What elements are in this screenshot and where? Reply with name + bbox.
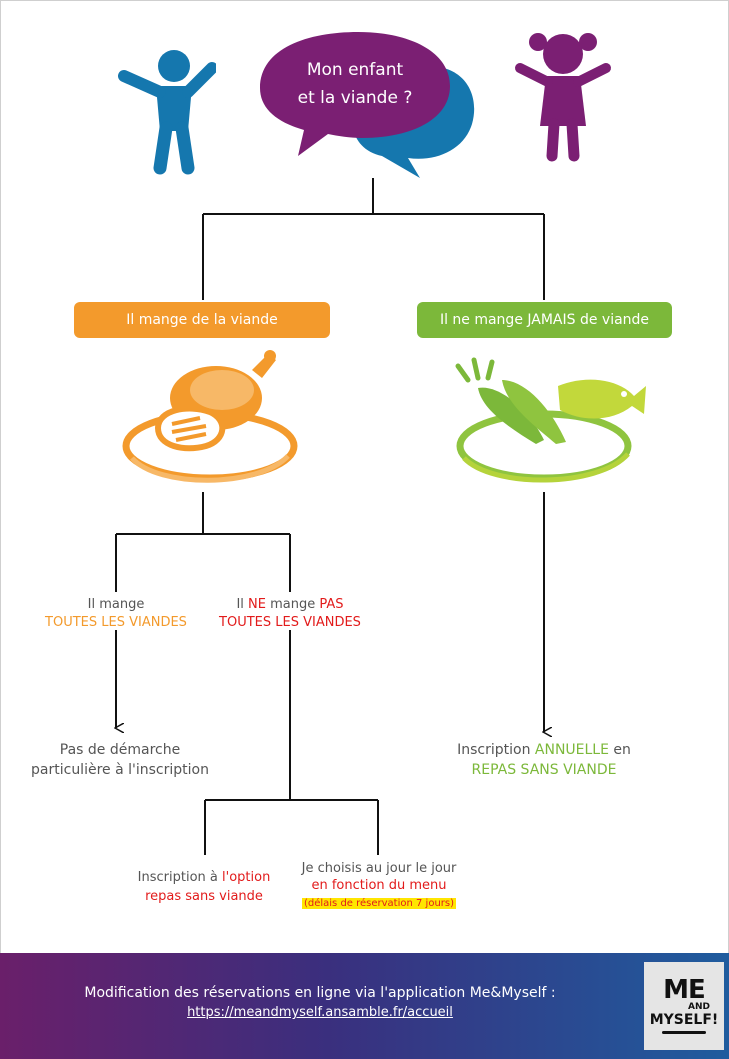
option-day-by-day: Je choisis au jour le jour en fonction d…	[284, 860, 474, 912]
result-annual-registration: Inscription ANNUELLE en REPAS SANS VIAND…	[444, 740, 644, 780]
option-meatless-line-2: repas sans viande	[145, 889, 263, 904]
result-no-steps-line-1: Pas de démarche	[59, 742, 181, 758]
result-annual-line-2: REPAS SANS VIANDE	[471, 762, 617, 778]
sub-all-meats-line-1: Il mange	[87, 597, 145, 612]
text-il: Il	[236, 597, 249, 612]
text-inscription: Inscription	[457, 742, 535, 758]
option-day-line-3: (délais de réservation 7 jours)	[284, 894, 474, 912]
text-mange: mange	[265, 597, 320, 612]
logo-and: AND	[688, 1002, 710, 1012]
girl-icon	[515, 33, 611, 162]
sub-all-meats-line-2: TOUTES LES VIANDES	[45, 615, 187, 630]
footer-banner: Modification des réservations en ligne v…	[0, 953, 729, 1059]
logo-me: ME	[663, 975, 706, 1005]
vegetable-fish-plate-icon	[455, 357, 646, 483]
bubble-line-1: Mon enfant	[306, 60, 404, 80]
sub-not-all-meats-line-2: TOUTES LES VIANDES	[219, 615, 361, 630]
text-annuelle: ANNUELLE	[534, 742, 609, 758]
meat-plate-icon	[122, 350, 298, 483]
result-annual-line-1: Inscription ANNUELLE en	[444, 740, 644, 760]
speech-bubble-graphic	[260, 32, 475, 178]
bubble-question: Mon enfant et la viande ?	[270, 56, 440, 112]
sub-not-all-meats: Il NE mange PAS TOUTES LES VIANDES	[200, 596, 380, 632]
text-en: en	[608, 742, 631, 758]
result-no-steps: Pas de démarche particulière à l'inscrip…	[20, 740, 220, 780]
branch-eats-meat: Il mange de la viande	[74, 302, 330, 338]
me-and-myself-logo: ME AND MYSELF!	[644, 962, 724, 1050]
text-pas: PAS	[319, 597, 344, 612]
option-day-line-1: Je choisis au jour le jour	[301, 861, 457, 876]
text-ne: NE	[248, 597, 266, 612]
bubble-line-2: et la viande ?	[297, 88, 413, 108]
option-meatless: Inscription à l'option repas sans viande	[124, 868, 284, 906]
boy-icon	[118, 50, 216, 175]
sub-all-meats: Il mange TOUTES LES VIANDES	[26, 596, 206, 632]
footer-text: Modification des réservations en ligne v…	[84, 985, 556, 1001]
text-option: l'option	[222, 870, 271, 885]
option-day-line-2: en fonction du menu	[311, 878, 447, 893]
footer-link[interactable]: https://meandmyself.ansamble.fr/accueil	[187, 1005, 453, 1020]
option-meatless-line-1: Inscription à l'option	[124, 868, 284, 887]
reservation-delay-note: (délais de réservation 7 jours)	[301, 898, 457, 909]
branch-no-meat: Il ne mange JAMAIS de viande	[417, 302, 672, 338]
sub-not-all-meats-line-1: Il NE mange PAS	[200, 596, 380, 614]
logo-underline	[662, 1031, 706, 1034]
text-inscription-a: Inscription à	[137, 870, 223, 885]
result-no-steps-line-2: particulière à l'inscription	[31, 762, 209, 778]
logo-myself: MYSELF!	[649, 1012, 719, 1028]
